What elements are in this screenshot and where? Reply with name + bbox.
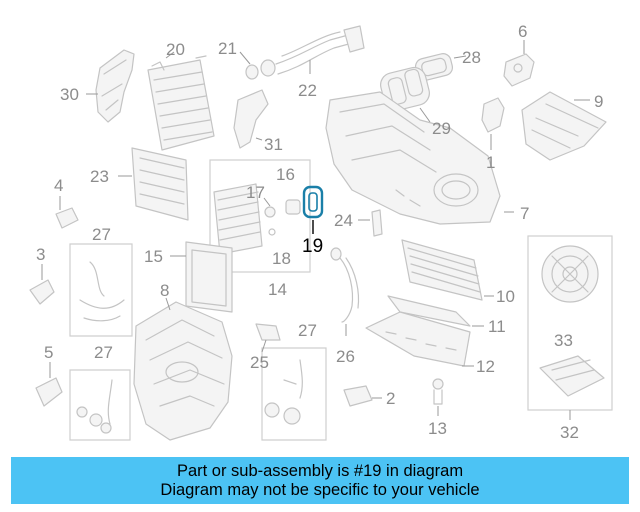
callout-7: 7 [520, 204, 529, 223]
callout-13: 13 [428, 419, 447, 438]
part-27-hose-set-a [69, 243, 133, 337]
part-13-sensor [432, 378, 444, 416]
callout-22: 22 [298, 81, 317, 100]
callout-31: 31 [264, 135, 283, 154]
part-6-actuator [503, 40, 535, 87]
callout-14: 14 [268, 280, 287, 299]
callout-25: 25 [250, 353, 269, 372]
part-24-sensor [358, 209, 383, 237]
callout-16: 16 [276, 165, 295, 184]
callout-20: 20 [166, 40, 185, 59]
part-19-seal-highlight [302, 185, 324, 234]
footer-line-2: Diagram may not be specific to your vehi… [160, 480, 480, 499]
part-21-22-pipes [239, 25, 365, 80]
callout-10: 10 [496, 287, 515, 306]
callout-5: 5 [44, 343, 53, 362]
part-27-fitting-set-b [69, 369, 131, 441]
callout-17: 17 [246, 183, 265, 202]
part-4-bracket [55, 196, 79, 229]
callout-18: 18 [272, 249, 291, 268]
callout-28: 28 [462, 48, 481, 67]
part-14-evaporator-box [209, 159, 311, 273]
part-23-core [118, 147, 189, 221]
part-7-hvac-housing [325, 91, 514, 225]
part-2-component [343, 385, 382, 407]
callout-21: 21 [218, 39, 237, 58]
part-1-servo [481, 97, 505, 150]
footer-banner: Part or sub-assembly is #19 in diagram D… [11, 457, 629, 504]
callout-8: 8 [160, 281, 169, 300]
part-11-gasket [387, 295, 484, 327]
part-25-sensor [255, 323, 281, 353]
callout-26: 26 [336, 347, 355, 366]
callout-15: 15 [144, 247, 163, 266]
footer-line-1: Part or sub-assembly is #19 in diagram [176, 461, 464, 480]
part-12-cover-plate [365, 311, 474, 367]
part-31-bracket [233, 89, 269, 149]
callout-4: 4 [54, 176, 63, 195]
callout-23: 23 [90, 167, 109, 186]
callout-3: 3 [36, 245, 45, 264]
part-8-hvac-lower-housing [133, 297, 233, 441]
part-27-fitting-set-c [261, 347, 327, 441]
callout-19: 19 [302, 236, 323, 257]
callout-33: 33 [554, 331, 573, 350]
callout-27-c: 27 [298, 321, 317, 340]
part-30-bracket [86, 49, 135, 123]
part-5-bracket [35, 362, 63, 407]
part-26-drain-hose [330, 247, 360, 336]
callout-27-a: 27 [92, 225, 111, 244]
callout-12: 12 [476, 357, 495, 376]
callout-24: 24 [334, 211, 353, 230]
part-15-frame [170, 241, 233, 313]
part-10-cabin-filter [401, 239, 494, 301]
part-28-29-seals [380, 53, 467, 123]
callout-2: 2 [386, 389, 395, 408]
callout-1: 1 [486, 153, 495, 172]
callout-9: 9 [594, 92, 603, 111]
part-32-blower-assembly [527, 235, 613, 420]
part-9-duct [521, 91, 607, 161]
callout-6: 6 [518, 22, 527, 41]
parts-diagram: 30 20 21 22 28 29 6 9 1 7 31 23 16 17 18… [29, 22, 613, 442]
callout-27-b: 27 [94, 343, 113, 362]
part-3-bracket [29, 264, 55, 305]
callout-11: 11 [488, 317, 506, 336]
callout-32: 32 [560, 423, 579, 442]
callout-29: 29 [432, 119, 451, 138]
part-20-heater-core [147, 51, 215, 151]
callout-30: 30 [60, 85, 79, 104]
